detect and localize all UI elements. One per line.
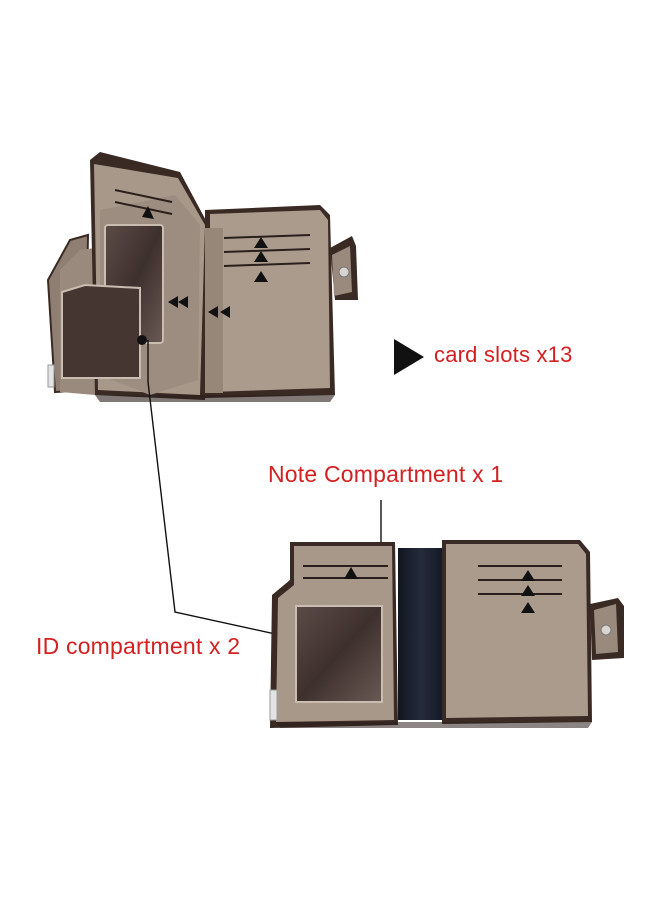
wallet-top (46, 152, 358, 402)
card-slots-label: card slots x13 (434, 342, 573, 367)
leader-id (147, 340, 331, 647)
note-compartment-label: Note Compartment x 1 (268, 461, 504, 487)
id-compartment-label: ID compartment x 2 (36, 633, 241, 659)
id-window-bottom (295, 605, 383, 703)
slot-arrow-icon (168, 296, 178, 308)
note-compartment (398, 548, 444, 720)
wallet-bottom (269, 540, 624, 728)
triangle-marker-icon (394, 339, 424, 375)
